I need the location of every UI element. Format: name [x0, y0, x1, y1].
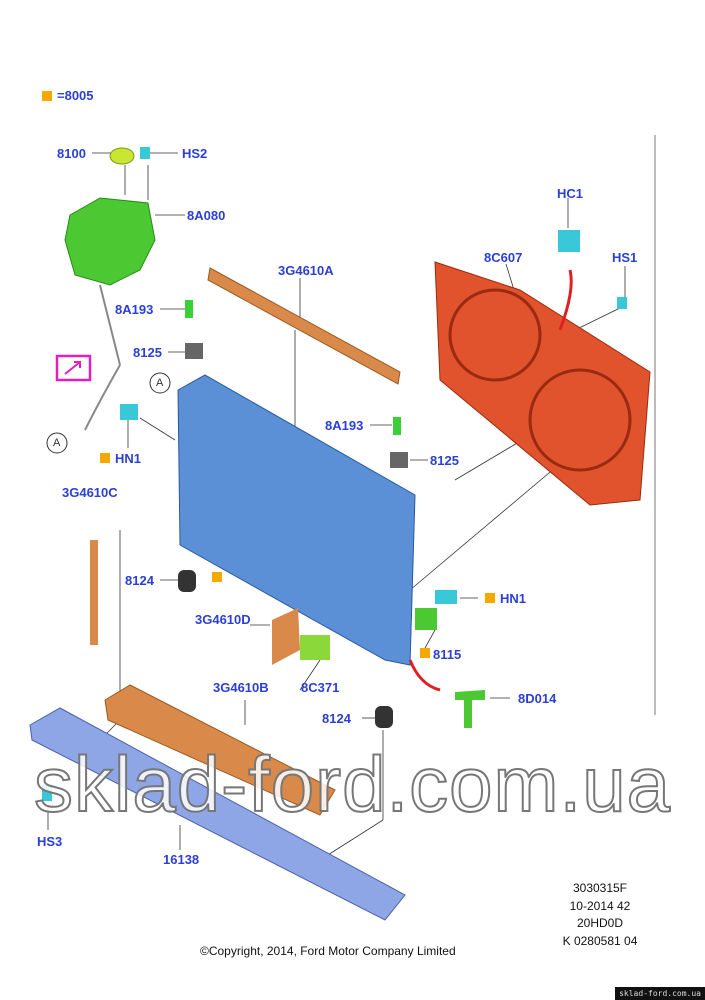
legend-text: =8005 [57, 88, 94, 103]
ref-a: A [156, 377, 164, 389]
part-label: 8124 [322, 711, 351, 726]
part-label: 8A193 [325, 418, 364, 433]
part-label: 8125 [133, 345, 162, 360]
part-label: HN1 [500, 591, 527, 606]
part-label: HS2 [182, 146, 208, 161]
part-label: 8125 [430, 453, 459, 468]
part-label: 8A193 [115, 302, 154, 317]
part-label: 8115 [433, 647, 462, 662]
part-label: 8100 [57, 146, 86, 161]
part-label: 3G4610B [213, 680, 269, 695]
legend: =8005 [42, 88, 94, 103]
watermark-small: sklad-ford.com.ua [615, 987, 705, 1000]
diagram-code: K 0280581 04 [562, 934, 638, 948]
part-label: 3G4610C [62, 485, 118, 500]
orange-square-icon [42, 91, 52, 101]
copyright: ©Copyright, 2014, Ford Motor Company Lim… [200, 944, 456, 958]
part-label: 8A080 [187, 208, 226, 223]
diagram-code: 10-2014 42 [569, 899, 631, 913]
part-label: HS1 [612, 250, 638, 265]
part-label: 3G4610A [278, 263, 334, 278]
part-label: 8D014 [518, 691, 557, 706]
part-label: HN1 [115, 451, 142, 466]
diagram-code: 3030315F [572, 881, 628, 895]
part-label: 16138 [163, 852, 200, 867]
part-label: HC1 [557, 186, 584, 201]
diagram-code: 20HD0D [576, 916, 624, 930]
part-label: 8124 [125, 573, 154, 588]
part-label: HS3 [37, 834, 63, 849]
part-label: 3G4610D [195, 612, 251, 627]
watermark: sklad-ford.com.ua [33, 740, 671, 828]
part-label: 8C607 [484, 250, 523, 265]
ref-a: A [53, 437, 61, 449]
part-label: 8C371 [301, 680, 340, 695]
